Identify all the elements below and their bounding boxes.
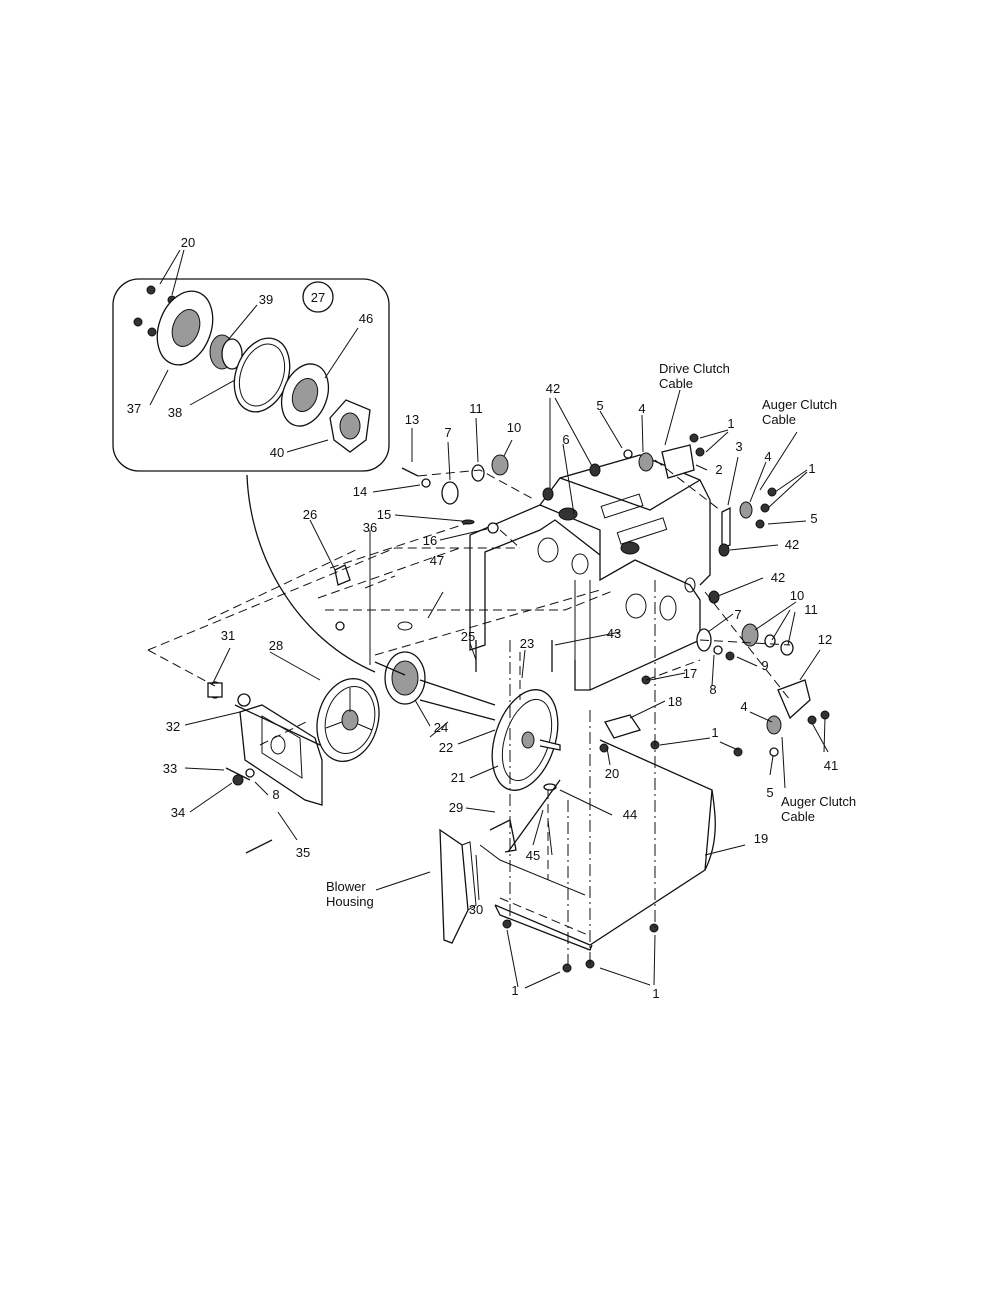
callout-22: 22 <box>439 740 453 755</box>
callout-1-bottom-left: 1 <box>511 983 518 998</box>
callout-34: 34 <box>171 805 185 820</box>
callout-43: 43 <box>607 626 621 641</box>
frame-housing <box>469 454 711 691</box>
drive-gear-24 <box>374 651 496 721</box>
callout-25: 25 <box>461 629 475 644</box>
callout-10-right: 10 <box>790 588 804 603</box>
label-drive-clutch-cable-2: Cable <box>659 376 693 391</box>
callout-16: 16 <box>423 533 437 548</box>
callout-17: 17 <box>683 666 697 681</box>
leader-lines <box>149 249 829 989</box>
callout-20-lower: 20 <box>605 766 619 781</box>
callout-24: 24 <box>434 720 448 735</box>
large-gear-21 <box>491 689 561 791</box>
callout-29: 29 <box>449 800 463 815</box>
callout-14: 14 <box>353 484 367 499</box>
callout-20-inset: 20 <box>181 235 195 250</box>
callout-5-right: 5 <box>810 511 817 526</box>
callout-33: 33 <box>163 761 177 776</box>
callout-41: 41 <box>824 758 838 773</box>
callout-8-right: 8 <box>709 682 716 697</box>
side-plate-35 <box>207 681 323 806</box>
callout-15: 15 <box>377 507 391 522</box>
callout-21: 21 <box>451 770 465 785</box>
callout-44: 44 <box>623 807 637 822</box>
label-auger-clutch-cable-top-2: Cable <box>762 412 796 427</box>
callout-26: 26 <box>303 507 317 522</box>
callout-2: 2 <box>715 462 722 477</box>
callout-9: 9 <box>761 658 768 673</box>
callout-18: 18 <box>668 694 682 709</box>
callout-31: 31 <box>221 628 235 643</box>
callout-42-top: 42 <box>546 381 560 396</box>
callout-11-right: 11 <box>804 602 818 617</box>
callout-7-right: 7 <box>734 607 741 622</box>
callout-19: 19 <box>754 831 768 846</box>
callout-23: 23 <box>520 636 534 651</box>
inset-leader-curve <box>246 474 376 673</box>
callout-12: 12 <box>818 632 832 647</box>
label-auger-clutch-cable-bottom: Auger Clutch <box>781 794 856 809</box>
callout-6: 6 <box>562 432 569 447</box>
callout-3: 3 <box>735 439 742 454</box>
callout-28: 28 <box>269 638 283 653</box>
callout-36: 36 <box>363 520 377 535</box>
callout-4-lower: 4 <box>740 699 747 714</box>
callout-42-mid: 42 <box>771 570 785 585</box>
callout-numbers: 20 27 39 46 37 38 40 13 7 11 10 14 15 16… <box>127 235 856 1001</box>
callout-1-bottom-right: 1 <box>652 986 659 1001</box>
callout-5-lower: 5 <box>766 785 773 800</box>
callout-47: 47 <box>430 553 444 568</box>
callout-37: 37 <box>127 401 141 416</box>
callout-45: 45 <box>526 848 540 863</box>
inset-assembly-27 <box>112 278 390 472</box>
blower-housing-plate <box>439 828 477 944</box>
callout-40: 40 <box>270 445 284 460</box>
label-drive-clutch-cable: Drive Clutch <box>659 361 730 376</box>
pulley-28 <box>316 678 380 762</box>
label-blower-housing: Blower <box>326 879 366 894</box>
callout-35: 35 <box>296 845 310 860</box>
callout-1-right: 1 <box>808 461 815 476</box>
callout-1-top: 1 <box>727 416 734 431</box>
callout-4-right: 4 <box>764 449 771 464</box>
callout-38: 38 <box>168 405 182 420</box>
callout-11-top: 11 <box>469 401 483 416</box>
callout-42-right: 42 <box>785 537 799 552</box>
bottom-plate-19 <box>494 739 716 951</box>
callout-46: 46 <box>359 311 373 326</box>
label-auger-clutch-cable-bottom-2: Cable <box>781 809 815 824</box>
callout-32: 32 <box>166 719 180 734</box>
callout-8-left: 8 <box>272 787 279 802</box>
label-auger-clutch-cable-top: Auger Clutch <box>762 397 837 412</box>
alignment-lines <box>147 459 791 965</box>
callout-10-top: 10 <box>507 420 521 435</box>
callout-4-top: 4 <box>638 401 645 416</box>
callout-27: 27 <box>311 290 325 305</box>
callout-39: 39 <box>259 292 273 307</box>
callout-13: 13 <box>405 412 419 427</box>
callout-5-top: 5 <box>596 398 603 413</box>
callout-7-top: 7 <box>444 425 451 440</box>
callout-30: 30 <box>469 902 483 917</box>
callout-1-mid: 1 <box>711 725 718 740</box>
label-blower-housing-2: Housing <box>326 894 374 909</box>
